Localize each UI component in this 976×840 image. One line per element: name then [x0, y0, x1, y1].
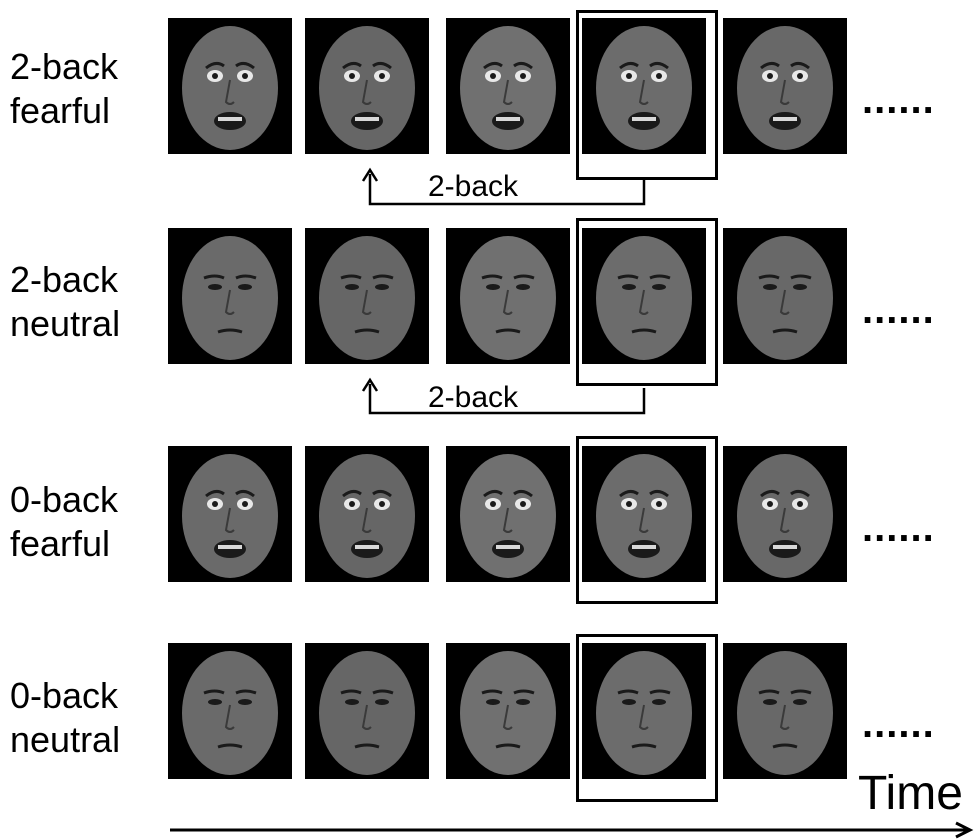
face-photo	[305, 446, 429, 582]
face-photo	[723, 643, 847, 779]
face-photo	[168, 446, 292, 582]
time-arrow	[170, 821, 974, 839]
target-frame	[576, 218, 718, 386]
face-photo	[168, 643, 292, 779]
row-label-line2: neutral	[10, 303, 121, 344]
row-label-line1: 0-back	[10, 675, 119, 716]
face-photo	[168, 228, 292, 364]
row-label-0back-fearful: 0-back fearful	[10, 478, 160, 566]
face-photo	[582, 446, 706, 582]
target-frame	[576, 634, 718, 802]
face-photo	[723, 446, 847, 582]
row-label-line2: fearful	[10, 90, 111, 131]
continuation-dots: ......	[862, 506, 935, 550]
continuation-dots: ......	[862, 78, 935, 122]
target-frame	[576, 436, 718, 604]
face-photo	[446, 18, 570, 154]
row-label-line2: neutral	[10, 719, 121, 760]
face-photo	[168, 18, 292, 154]
face-photo	[305, 643, 429, 779]
back-label: 2-back	[428, 381, 519, 414]
row-label-line1: 0-back	[10, 479, 119, 520]
face-photo	[446, 228, 570, 364]
face-photo	[305, 18, 429, 154]
face-photo	[582, 228, 706, 364]
continuation-dots: ......	[862, 702, 935, 746]
row-label-line2: fearful	[10, 523, 111, 564]
row-label-2back-fearful: 2-back fearful	[10, 45, 160, 133]
row-label-line1: 2-back	[10, 259, 119, 300]
row-label-2back-neutral: 2-back neutral	[10, 258, 160, 346]
face-photo	[305, 228, 429, 364]
face-photo	[582, 18, 706, 154]
row-label-line1: 2-back	[10, 46, 119, 87]
time-label: Time	[858, 767, 963, 820]
face-photo	[446, 643, 570, 779]
face-photo	[582, 643, 706, 779]
face-photo	[446, 446, 570, 582]
continuation-dots: ......	[862, 288, 935, 332]
back-label: 2-back	[428, 170, 519, 203]
row-label-0back-neutral: 0-back neutral	[10, 674, 160, 762]
target-frame	[576, 10, 718, 180]
face-photo	[723, 228, 847, 364]
face-photo	[723, 18, 847, 154]
